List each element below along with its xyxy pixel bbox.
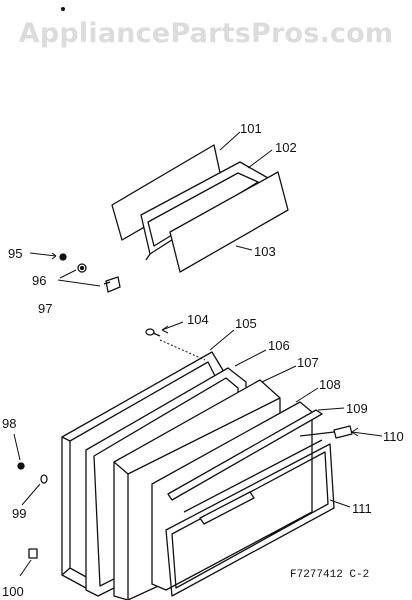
callout-104: 104 [187,312,209,327]
callout-102: 102 [275,140,297,155]
callout-98: 98 [2,416,16,431]
watermark-logo: AppliancePartsPros.com [18,18,394,49]
callout-109: 109 [346,401,368,416]
callout-106: 106 [268,338,290,353]
hinge-hardware-lower [17,462,48,559]
trim-bar-109 [167,409,323,501]
glass-panel-103 [169,171,289,273]
callout-108: 108 [319,377,341,392]
drawing-code: F7277412 C-2 [290,569,369,581]
callout-99: 99 [12,506,26,521]
callout-110: 110 [383,429,404,444]
callout-96: 96 [32,273,46,288]
gasket-frame-111 [165,443,335,597]
callout-105: 105 [235,316,257,331]
callout-97: 97 [38,301,52,316]
callout-101: 101 [240,121,262,136]
callout-labels: 101 102 103 95 96 97 104 105 106 107 108… [2,121,404,599]
callout-107: 107 [297,355,319,370]
callout-103: 103 [254,244,276,259]
window-assembly-upper [111,144,289,273]
callout-100: 100 [2,584,24,599]
callout-111: 111 [352,501,372,516]
ink-dot [61,7,65,11]
clip-110 [333,425,353,439]
leader-lines [13,131,383,577]
callout-95: 95 [8,246,22,261]
door-assembly-lower [61,351,353,600]
hinge-hardware-upper [59,253,121,293]
screw-104 [145,328,161,337]
